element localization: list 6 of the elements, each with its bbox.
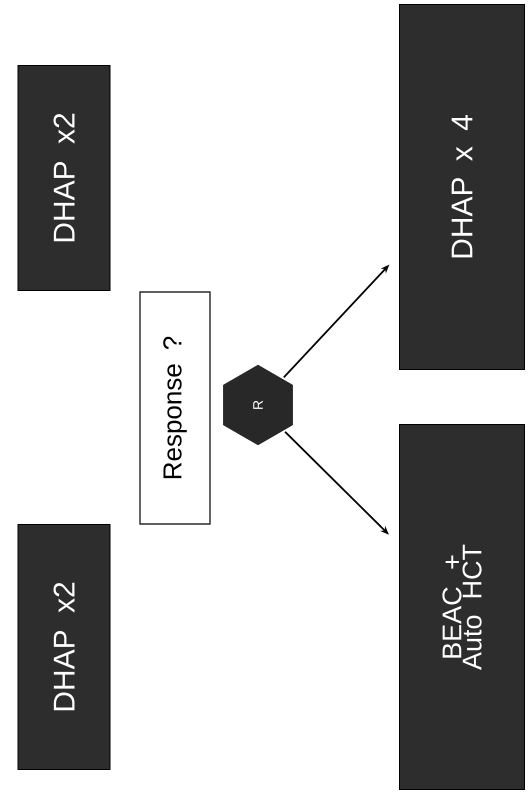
treatment-box: DHAP x2 <box>18 524 110 770</box>
treatment-box: DHAP x 4 <box>399 4 525 370</box>
question-box: Response ? <box>139 291 211 525</box>
treatment-box: DHAP x2 <box>18 65 110 291</box>
treatment-box: BEAC + Auto HCT <box>399 424 525 790</box>
decision-hexagon: R <box>223 364 293 446</box>
